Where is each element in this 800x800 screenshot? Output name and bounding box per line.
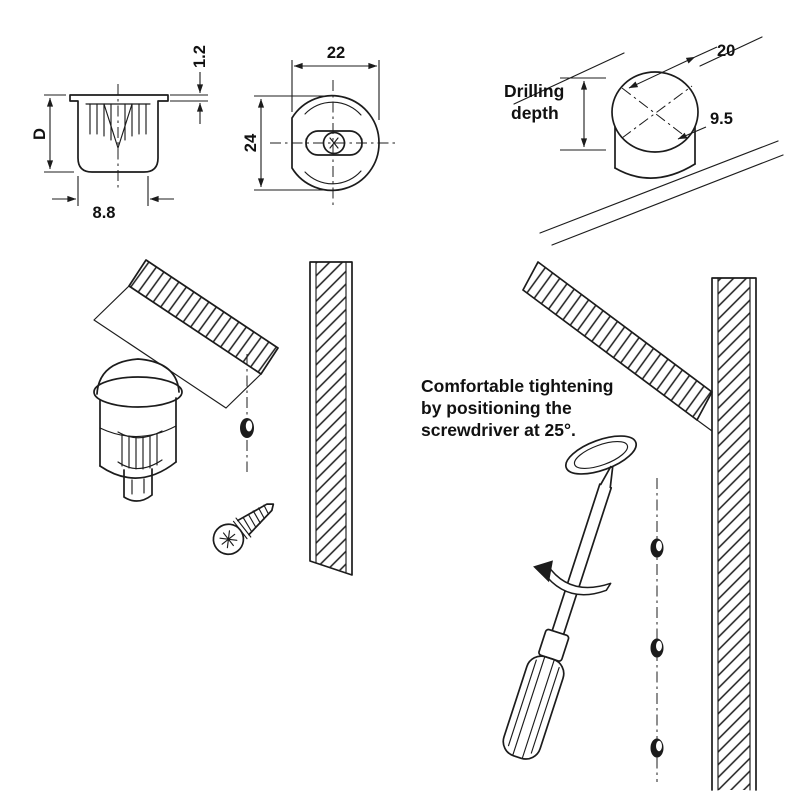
caption-line-3: screwdriver at 25°. <box>421 420 576 440</box>
hole-center-lines <box>621 85 693 141</box>
dim-hole-diameter <box>628 46 718 89</box>
dim-depth-label: 9.5 <box>710 110 733 128</box>
connector-housing <box>93 358 183 502</box>
dim-body-width-label: 8.8 <box>93 204 116 222</box>
dim-body-width <box>52 176 174 206</box>
row-holes <box>650 538 664 758</box>
inner-arc-bottom <box>304 170 362 185</box>
seated-connector <box>565 435 637 475</box>
cam-slot <box>305 130 363 156</box>
board-edges <box>513 36 784 246</box>
phillips-cross-icon <box>329 137 339 149</box>
screwdriver-tip <box>599 465 614 489</box>
side-panel-outline <box>309 261 353 576</box>
shelf-edge-hatch <box>129 260 278 374</box>
side-panel-inner-lines <box>315 261 347 573</box>
screwdriver <box>502 465 614 760</box>
connector-body-outline <box>69 94 169 173</box>
rib-lines <box>85 103 151 149</box>
caption-line-2: by positioning the <box>421 398 572 418</box>
side-view: D 1.2 8.8 <box>31 45 209 222</box>
front-view: 22 24 <box>242 44 396 206</box>
pilot-hole-highlight <box>245 420 253 432</box>
drill-hole-rim <box>611 71 699 153</box>
dim-depth-leader <box>677 126 707 140</box>
dim-height-D <box>44 94 74 173</box>
side-panel-outline-right <box>711 277 757 791</box>
dim-face-width <box>291 60 380 120</box>
dim-hole-diameter-label: 20 <box>717 42 735 60</box>
shelf-edge-outline-right <box>522 261 713 421</box>
dim-flange-thickness <box>170 72 208 124</box>
screwdriver-handle <box>502 655 565 760</box>
connecting-screw <box>212 503 275 556</box>
dim-flange-thickness-label: 1.2 <box>191 45 209 68</box>
handle-grip-lines <box>507 656 560 759</box>
caption-line-1: Comfortable tightening <box>421 376 613 396</box>
drilling-depth-label-line1: Drilling <box>504 81 564 101</box>
dim-face-width-label: 22 <box>327 44 345 62</box>
drilling-depth-label-line2: depth <box>511 103 559 123</box>
shelf-edge-hatch-right <box>523 262 712 420</box>
dim-height-label: D <box>31 128 49 140</box>
shelf-to-panel-joint <box>696 419 713 432</box>
side-panel-hatch <box>316 262 346 572</box>
shelf-assembly-view <box>93 259 353 576</box>
side-panel-hatch-right <box>718 278 750 790</box>
drill-depth-view: Drilling depth 20 9.5 <box>504 36 784 246</box>
tightening-view: Comfortable tightening by positioning th… <box>421 261 757 791</box>
dim-drill-depth-arrow <box>560 77 606 151</box>
screwdriver-shaft <box>551 483 613 636</box>
rotation-arrow-icon <box>533 560 612 596</box>
dim-face-height-label: 24 <box>242 133 260 152</box>
dim-face-height <box>254 95 328 191</box>
side-panel-inner-lines-right <box>717 277 751 791</box>
hole-bottom <box>614 163 696 179</box>
